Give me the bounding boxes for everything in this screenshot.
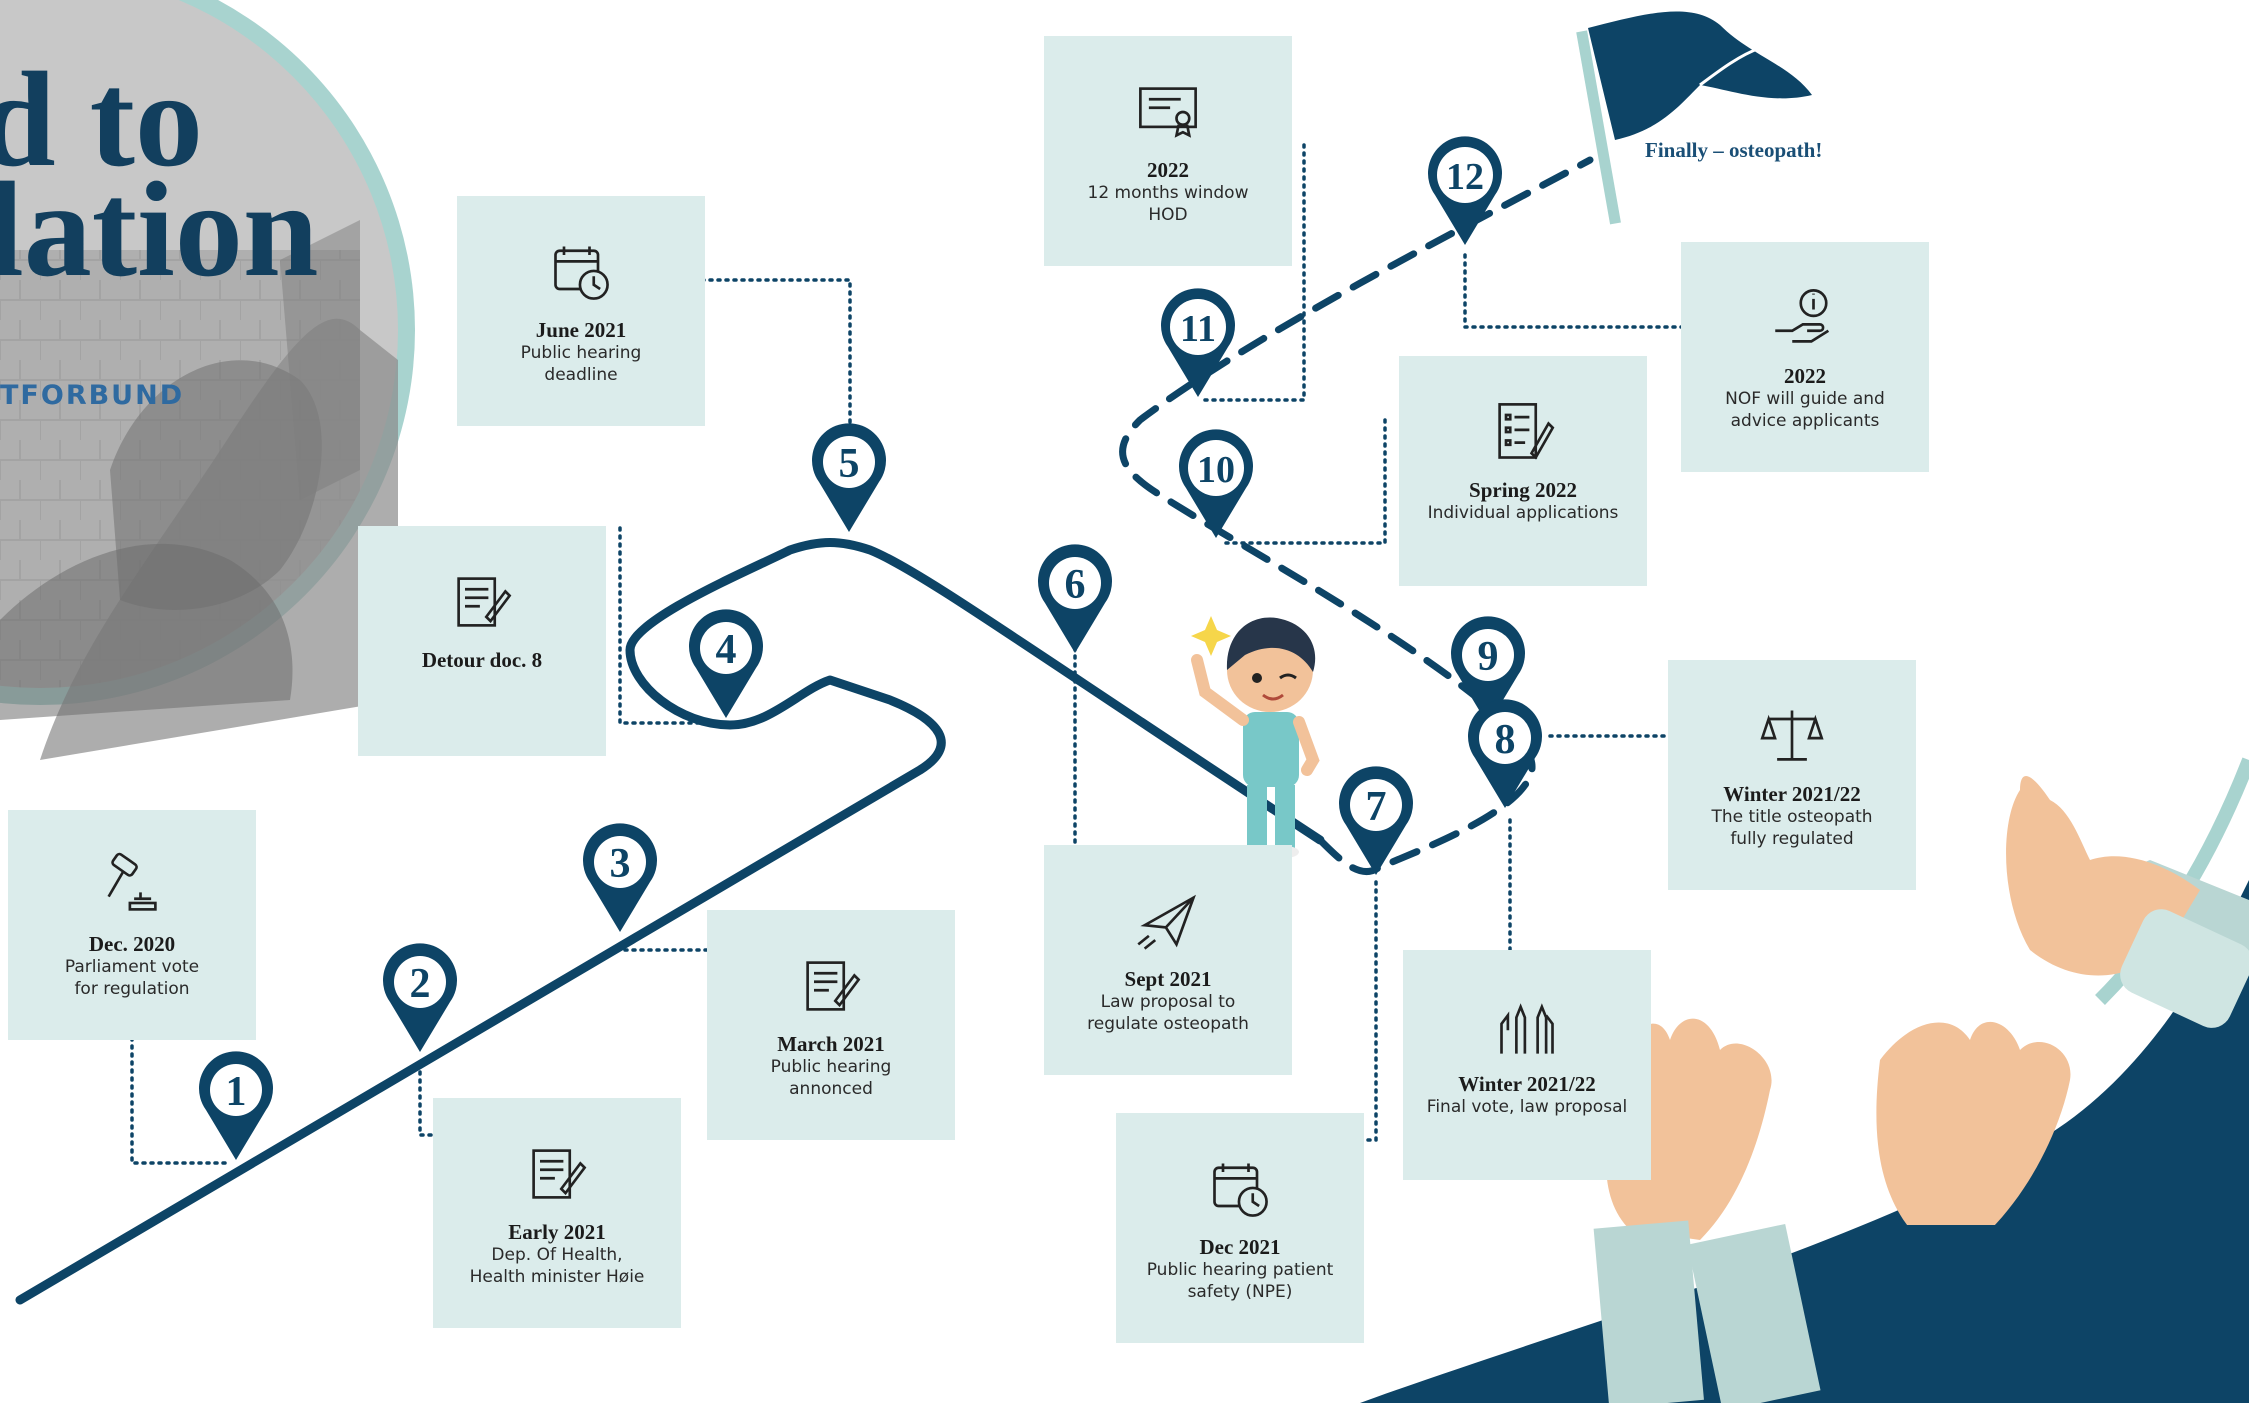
document-pen-icon xyxy=(457,577,512,627)
pin-marker-1: 1 xyxy=(199,1051,273,1160)
milestone-card-5: June 2021 Public hearing deadline xyxy=(457,196,705,426)
page-title-line2: lation xyxy=(0,155,319,305)
paper-plane-icon xyxy=(1137,894,1196,950)
document-pen-icon xyxy=(532,1149,587,1199)
pin-marker-3: 3 xyxy=(583,823,657,932)
pin-marker-4: 4 xyxy=(689,609,763,718)
milestone-date: Early 2021 xyxy=(508,1220,606,1244)
calendar-clock-icon xyxy=(554,246,609,300)
pin-number: 9 xyxy=(1478,634,1499,680)
milestone-desc: NOF will guide and advice applicants xyxy=(1725,389,1885,431)
pin-marker-5: 5 xyxy=(812,423,886,532)
pin-number: 6 xyxy=(1065,562,1086,608)
lion-statue-photo xyxy=(0,0,415,760)
road-solid-path xyxy=(15,538,1325,1305)
milestone-card-2: Early 2021 Dep. Of Health, Health minist… xyxy=(433,1098,681,1328)
milestone-card-9: Winter 2021/22 Final vote, law proposal xyxy=(1403,950,1651,1180)
milestone-card-1: Dec. 2020 Parliament vote for regulation xyxy=(8,810,256,1040)
pin-number: 10 xyxy=(1197,449,1235,491)
flag-icon xyxy=(1576,11,1812,225)
milestone-desc: Parliament vote for regulation xyxy=(64,957,200,999)
milestone-date: Winter 2021/22 xyxy=(1723,782,1861,806)
milestone-desc: 12 months window HOD xyxy=(1087,183,1249,225)
thumbs-up-hand-icon xyxy=(2006,776,2249,1028)
pin-marker-10: 10 xyxy=(1179,429,1253,538)
milestone-card-12: 2022 NOF will guide and advice applicant… xyxy=(1681,242,1929,472)
milestone-desc: The title osteopath fully regulated xyxy=(1711,807,1873,849)
milestone-card-7: Dec 2021 Public hearing patient safety (… xyxy=(1116,1113,1364,1343)
pin-marker-11: 11 xyxy=(1161,288,1235,397)
pin-number: 11 xyxy=(1180,308,1216,350)
milestone-desc: Public hearing annonced xyxy=(770,1057,892,1099)
milestone-card-11: 2022 12 months window HOD xyxy=(1044,36,1292,266)
milestone-card-3: March 2021 Public hearing annonced xyxy=(707,910,955,1140)
milestone-date: 2022 xyxy=(1147,158,1189,182)
gavel-icon xyxy=(107,852,157,911)
osteopath-character-icon xyxy=(1191,616,1320,858)
pin-number: 3 xyxy=(610,841,631,887)
scales-icon xyxy=(1760,710,1824,761)
milestone-date: June 2021 xyxy=(535,318,627,342)
pin-marker-8: 8 xyxy=(1468,699,1542,808)
pin-marker-7: 7 xyxy=(1339,766,1413,875)
pin-number: 7 xyxy=(1366,784,1387,830)
milestone-desc: Final vote, law proposal xyxy=(1426,1097,1628,1117)
pin-number: 12 xyxy=(1446,156,1484,198)
milestone-desc: Dep. Of Health, Health minister Høie xyxy=(469,1245,645,1287)
milestone-date: Sept 2021 xyxy=(1124,967,1212,991)
pin-number: 8 xyxy=(1495,717,1516,763)
finale-label: Finally – osteopath! xyxy=(1645,138,1823,162)
milestone-date: Detour doc. 8 xyxy=(421,648,543,672)
brand-name: TFORBUND xyxy=(0,380,185,411)
pin-marker-2: 2 xyxy=(383,943,457,1052)
navy-corner-shape xyxy=(1360,880,2249,1403)
calendar-clock-icon xyxy=(1213,1163,1268,1217)
milestone-date: March 2021 xyxy=(777,1032,885,1056)
road-dashed-path xyxy=(1119,156,1594,876)
certificate-icon xyxy=(1139,87,1197,138)
milestone-card-10: Spring 2022 Individual applications xyxy=(1399,356,1647,586)
milestone-card-8: Winter 2021/22 The title osteopath fully… xyxy=(1668,660,1916,890)
pin-number: 2 xyxy=(410,961,431,1007)
pin-marker-9: 9 xyxy=(1451,616,1525,725)
pin-marker-12: 12 xyxy=(1428,136,1502,245)
milestone-desc: Public hearing deadline xyxy=(520,343,642,385)
milestone-date: Winter 2021/22 xyxy=(1458,1072,1596,1096)
info-hand-icon xyxy=(1775,289,1830,343)
milestone-desc: Public hearing patient safety (NPE) xyxy=(1146,1260,1334,1302)
milestone-card-6: Sept 2021 Law proposal to regulate osteo… xyxy=(1044,845,1292,1075)
pin-number: 4 xyxy=(716,627,737,673)
milestone-date: Dec 2021 xyxy=(1199,1235,1281,1259)
milestone-date: Spring 2022 xyxy=(1469,478,1577,502)
milestone-date: Dec. 2020 xyxy=(88,932,176,956)
milestone-desc: Law proposal to regulate osteopath xyxy=(1087,992,1249,1034)
pin-marker-6: 6 xyxy=(1038,544,1112,653)
raised-hands-icon xyxy=(1500,1003,1554,1054)
pin-number: 1 xyxy=(226,1069,247,1115)
milestone-desc: Individual applications xyxy=(1427,503,1619,523)
pin-number: 5 xyxy=(839,441,860,487)
milestone-date: 2022 xyxy=(1784,364,1826,388)
checklist-icon xyxy=(1498,403,1555,460)
milestone-card-4: Detour doc. 8 xyxy=(358,526,606,756)
page-title-line1: d to xyxy=(0,45,203,195)
document-pen-icon xyxy=(806,961,861,1011)
